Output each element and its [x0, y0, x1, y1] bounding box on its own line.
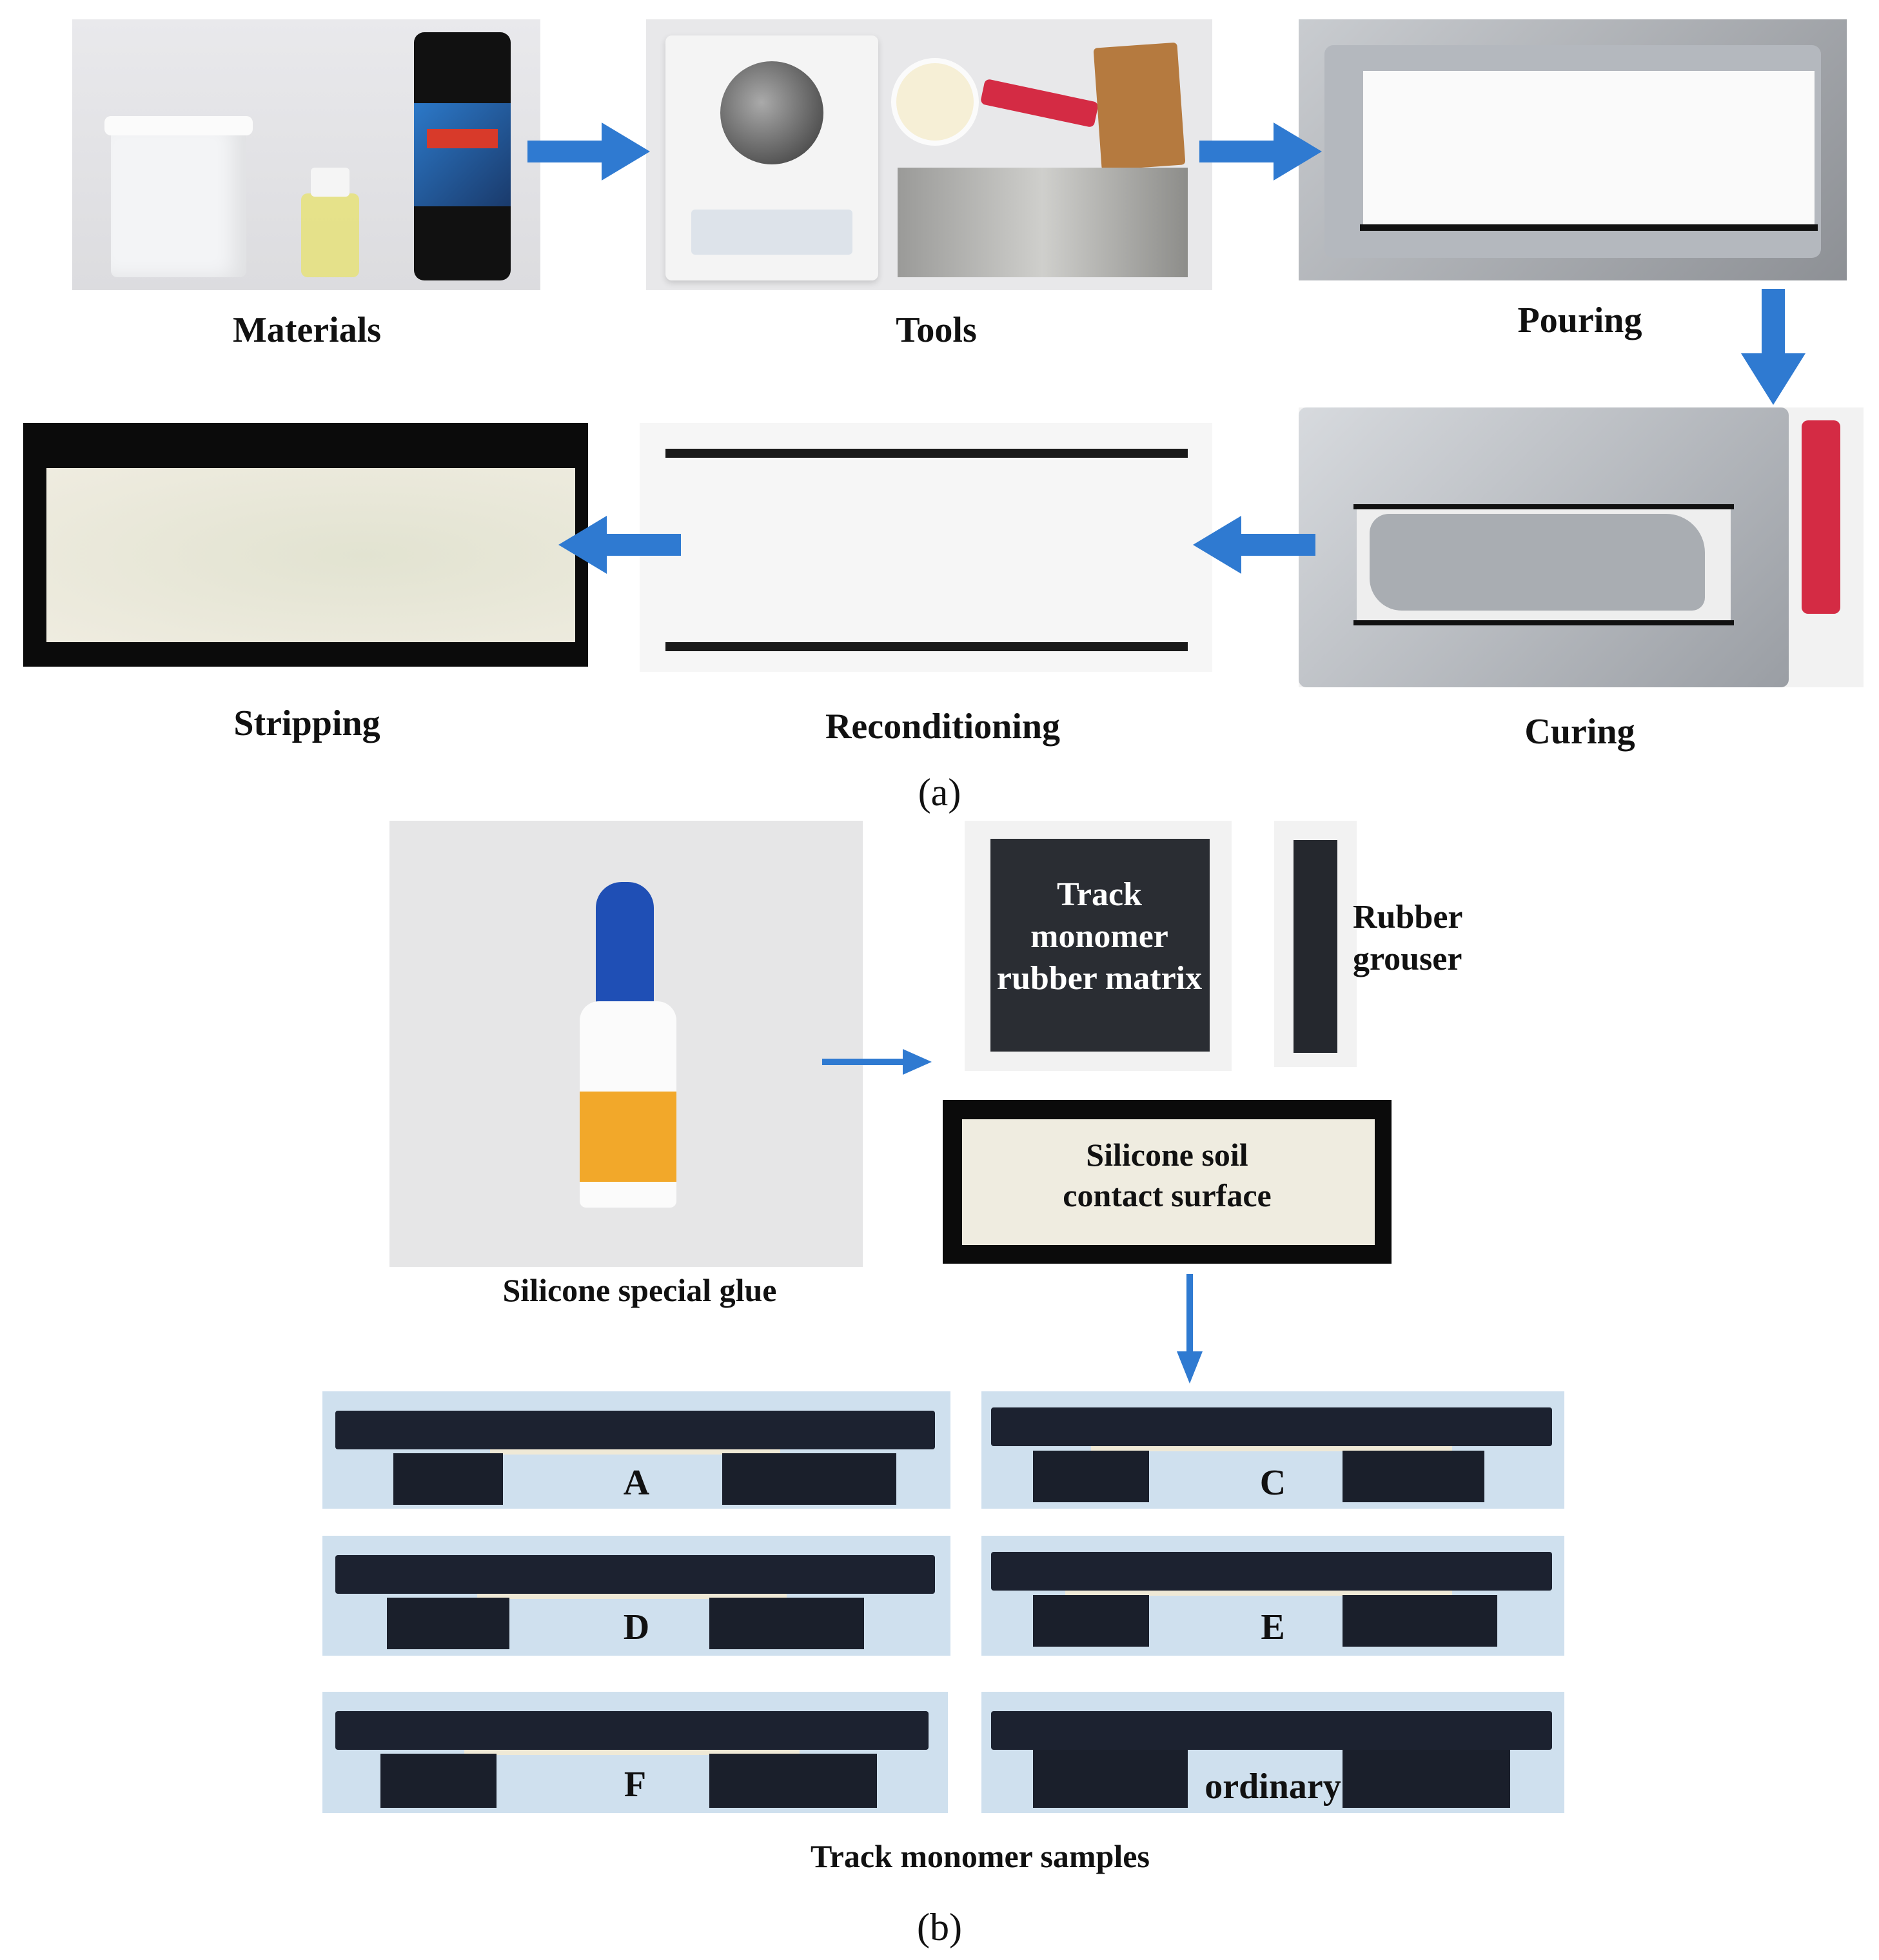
rubber-grouser-line-2: grouser — [1353, 941, 1462, 977]
rubber-matrix-photo — [965, 821, 1232, 1071]
caption-stripping: Stripping — [233, 703, 380, 743]
glue-bottle-cap — [596, 882, 654, 1004]
arrow-materials-to-tools — [527, 122, 650, 181]
arrow-curing-to-reconditioning — [1193, 516, 1315, 574]
utility-knife — [979, 78, 1099, 128]
sample-f-label: F — [624, 1765, 647, 1805]
rubber-matrix-label: Track monomer rubber matrix — [967, 874, 1232, 999]
caption-pouring: Pouring — [1517, 300, 1642, 340]
rubber-matrix-line-3: rubber matrix — [996, 960, 1203, 997]
rubber-matrix-line-2: monomer — [1030, 918, 1168, 955]
caption-reconditioning: Reconditioning — [825, 707, 1061, 747]
rubber-grouser-photo — [1274, 821, 1357, 1067]
sample-ordinary-label: ordinary — [1205, 1767, 1341, 1807]
arrow-glue-to-components — [822, 1049, 932, 1075]
arrow-components-to-samples — [1177, 1274, 1203, 1384]
glue-bottle — [580, 1001, 676, 1208]
tools-photo — [646, 19, 1212, 290]
silicone-contact-photo — [943, 1100, 1392, 1264]
arrow-tools-to-pouring — [1199, 122, 1322, 181]
pouring-photo — [1299, 19, 1847, 280]
paper-cup — [891, 58, 979, 146]
sample-c-label: C — [1259, 1463, 1286, 1503]
sample-c: C — [981, 1391, 1564, 1509]
caption-materials: Materials — [232, 310, 382, 350]
utility-knife — [1802, 420, 1840, 614]
spray-can — [414, 32, 511, 280]
curing-photo — [1299, 407, 1864, 687]
sample-f: F — [322, 1692, 948, 1813]
arrow-reconditioning-to-stripping — [558, 516, 681, 574]
caption-glue: Silicone special glue — [502, 1272, 777, 1308]
sample-d: D — [322, 1536, 950, 1656]
stripping-photo — [23, 423, 588, 667]
oil-bottle — [301, 193, 359, 277]
scraper — [1093, 42, 1186, 171]
rubber-grouser-label: Rubber grouser — [1353, 896, 1469, 980]
sample-e: E — [981, 1536, 1564, 1656]
sample-a-label: A — [623, 1463, 650, 1503]
rubber-grouser-line-1: Rubber — [1353, 899, 1463, 936]
caption-tools: Tools — [896, 310, 977, 350]
sample-a: A — [322, 1391, 950, 1509]
caption-samples: Track monomer samples — [811, 1838, 1150, 1874]
glue-photo — [389, 821, 863, 1267]
rubber-matrix-line-1: Track — [1057, 876, 1142, 913]
sublabel-b: (b) — [917, 1906, 962, 1948]
sample-e-label: E — [1261, 1607, 1285, 1647]
materials-photo — [72, 19, 540, 290]
bucket-lid — [104, 116, 253, 135]
silicone-contact-line-2: contact surface — [1063, 1177, 1272, 1213]
caption-curing: Curing — [1524, 712, 1635, 752]
silicone-contact-line-1: Silicone soil — [1086, 1137, 1248, 1173]
metal-plate — [898, 168, 1188, 277]
arrow-pouring-to-curing — [1741, 289, 1805, 405]
sample-d-label: D — [623, 1607, 650, 1647]
mold-release-film — [1370, 514, 1705, 611]
poured-silicone — [1363, 71, 1815, 229]
silicone-sheet — [46, 468, 575, 642]
bucket — [111, 122, 246, 277]
electronic-scale — [665, 35, 878, 280]
sublabel-a: (a) — [918, 771, 961, 814]
oil-bottle-cap — [311, 168, 349, 197]
sample-ordinary: ordinary — [981, 1692, 1564, 1813]
silicone-contact-label: Silicone soil contact surface — [967, 1135, 1367, 1215]
reconditioning-photo — [640, 423, 1212, 672]
